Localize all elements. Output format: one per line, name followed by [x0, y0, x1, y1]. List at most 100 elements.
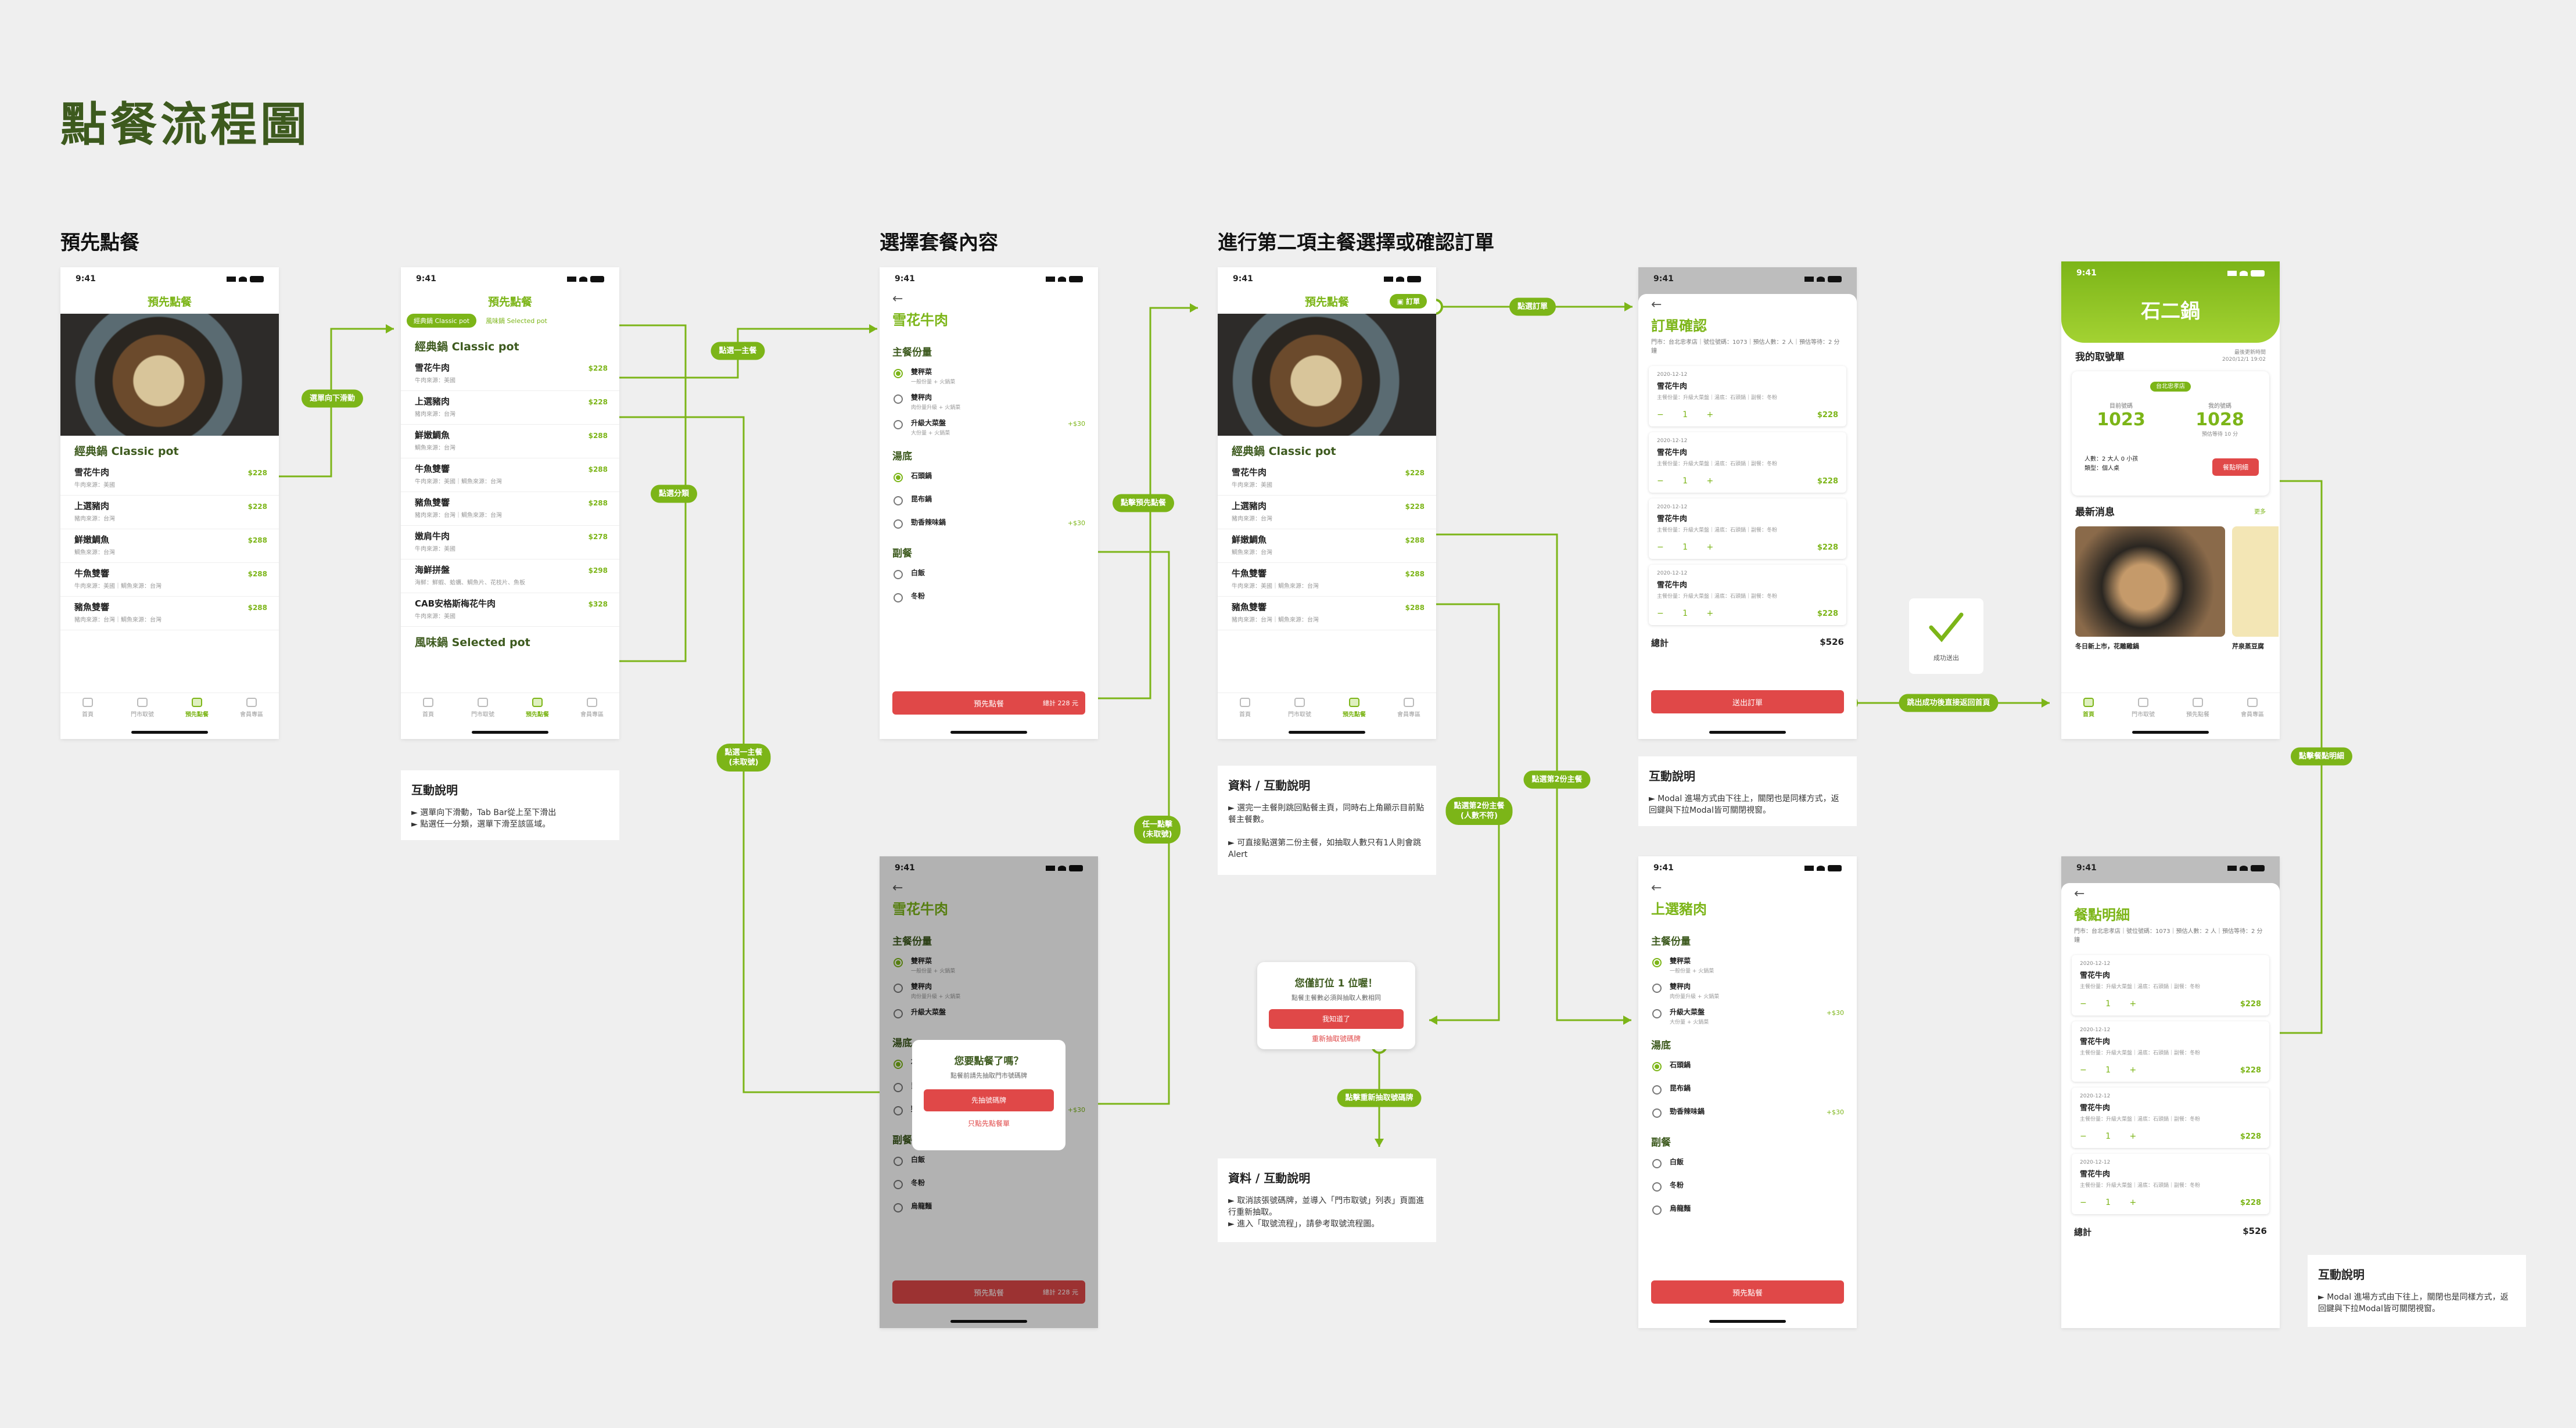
menu-item-price: $298	[588, 566, 608, 575]
option-soup[interactable]: 昆布鍋	[1638, 1079, 1857, 1103]
tab-store-number[interactable]: 門市取號	[115, 698, 170, 727]
menu-item[interactable]: 鮮嫩鯛魚鯛魚來源：台灣$288	[1218, 529, 1436, 563]
tab-preorder[interactable]: 預先點餐	[510, 698, 565, 727]
back-arrow-icon[interactable]: ←	[892, 881, 903, 895]
menu-item[interactable]: 上選豬肉豬肉來源：台灣$228	[401, 391, 619, 425]
redraw-number-link[interactable]: 重新抽取號碼牌	[1311, 1035, 1361, 1043]
menu-item[interactable]: CAB安格斯梅花牛肉牛肉來源：美國$328	[401, 593, 619, 627]
option-portion[interactable]: 升級大菜盤大份量 + 火鍋菜+$30	[880, 414, 1098, 440]
option-soup[interactable]: 石頭鍋	[880, 467, 1098, 490]
menu-item-name: 上選豬肉	[415, 396, 450, 407]
back-arrow-icon[interactable]: ←	[2074, 887, 2085, 901]
menu-item[interactable]: 鮮嫩鯛魚鯛魚來源：台灣$288	[60, 529, 279, 563]
option-side[interactable]: 冬粉	[880, 1174, 1098, 1197]
news-more-link[interactable]: 更多	[2254, 509, 2266, 515]
option-side[interactable]: 烏龍麵	[1638, 1200, 1857, 1223]
menu-item[interactable]: 豬魚雙響豬肉來源：台灣｜鯛魚來源：台灣$288	[60, 597, 279, 630]
tab-preorder[interactable]: 預先點餐	[1327, 698, 1382, 727]
option-portion[interactable]: 雙秤菜一般份量 + 火鍋菜	[880, 952, 1098, 978]
menu-item[interactable]: 雪花牛肉牛肉來源：美國$228	[1218, 462, 1436, 496]
category-tab-classic[interactable]: 經典鍋 Classic pot	[407, 314, 477, 328]
quantity-stepper[interactable]: − 1 +	[2080, 1198, 2145, 1207]
quantity-stepper[interactable]: − 1 +	[2080, 999, 2145, 1009]
menu-item[interactable]: 上選豬肉豬肉來源：台灣$228	[1218, 496, 1436, 529]
option-side[interactable]: 白飯	[880, 564, 1098, 587]
tab-preorder[interactable]: 預先點餐	[170, 698, 224, 727]
menu-item[interactable]: 鮮嫩鯛魚鯛魚來源：台灣$288	[401, 425, 619, 458]
flow-label: 點選第2份主餐	[1523, 770, 1591, 789]
menu-item[interactable]: 豬魚雙響豬肉來源：台灣｜鯛魚來源：台灣$288	[1218, 597, 1436, 630]
tab-home[interactable]: 首頁	[1218, 698, 1272, 727]
menu-item[interactable]: 雪花牛肉牛肉來源：美國$228	[401, 357, 619, 391]
tab-member[interactable]: 會員專區	[1382, 698, 1436, 727]
draw-number-button[interactable]: 先抽號碼牌	[924, 1089, 1054, 1111]
option-soup[interactable]: 昆布鍋	[880, 490, 1098, 514]
option-soup[interactable]: 勁香辣味鍋+$30	[880, 514, 1098, 537]
quantity-stepper[interactable]: − 1 +	[2080, 1065, 2145, 1075]
option-side[interactable]: 烏龍麵	[880, 1197, 1098, 1221]
order-price: $228	[1817, 543, 1838, 552]
option-portion[interactable]: 升級大菜盤大份量 + 火鍋菜+$30	[1638, 1003, 1857, 1029]
tab-preorder[interactable]: 預先點餐	[2170, 698, 2225, 727]
tab-home[interactable]: 首頁	[401, 698, 455, 727]
acknowledge-button[interactable]: 我知道了	[1269, 1009, 1404, 1029]
preorder-button[interactable]: 預先點餐總計 228 元	[892, 691, 1085, 715]
back-arrow-icon[interactable]: ←	[1651, 297, 1662, 312]
menu-item[interactable]: 雪花牛肉牛肉來源：美國$228	[60, 462, 279, 496]
preorder-button[interactable]: 預先點餐	[1651, 1280, 1844, 1304]
order-only-link[interactable]: 只點先點餐單	[967, 1120, 1010, 1128]
option-portion[interactable]: 雙秤肉肉份量升級 + 火鍋菜	[1638, 978, 1857, 1003]
back-arrow-icon[interactable]: ←	[892, 292, 903, 306]
tab-store-number[interactable]: 門市取號	[455, 698, 510, 727]
tab-home[interactable]: 首頁	[2061, 698, 2116, 727]
home-indicator	[1709, 731, 1786, 734]
menu-item[interactable]: 牛魚雙響牛肉來源：美國｜鯛魚來源：台灣$288	[1218, 563, 1436, 597]
status-icons	[1046, 275, 1083, 282]
tab-store-number[interactable]: 門市取號	[1272, 698, 1327, 727]
quantity-stepper[interactable]: − 1 +	[1657, 609, 1722, 618]
option-portion[interactable]: 升級大菜盤	[880, 1003, 1098, 1027]
menu-item[interactable]: 牛魚雙響牛肉來源：美國｜鯛魚來源：台灣$288	[401, 458, 619, 492]
meal-detail-button[interactable]: 餐點明細	[2212, 458, 2259, 476]
news-card[interactable]: 冬日新上市，花雕雞鍋	[2075, 526, 2225, 651]
category-tab-selected[interactable]: 風味鍋 Selected pot	[486, 317, 547, 325]
preorder-button[interactable]: 預先點餐總計 228 元	[892, 1280, 1085, 1304]
radio-icon	[894, 1009, 903, 1018]
quantity-stepper[interactable]: − 1 +	[1657, 543, 1722, 552]
note-body: ► 選完一主餐則跳回點餐主頁，同時右上角顯示目前點餐主餐數。 ► 可直接點選第二…	[1228, 803, 1425, 859]
option-portion[interactable]: 雙秤肉肉份量升級 + 火鍋菜	[880, 978, 1098, 1003]
option-portion[interactable]: 雙秤菜一般份量 + 火鍋菜	[1638, 952, 1857, 978]
menu-item-name: 豬魚雙響	[415, 497, 450, 508]
menu-item[interactable]: 牛魚雙響牛肉來源：美國｜鯛魚來源：台灣$288	[60, 563, 279, 597]
option-soup[interactable]: 石頭鍋	[1638, 1056, 1857, 1079]
option-soup[interactable]: 勁香辣味鍋+$30	[1638, 1103, 1857, 1126]
order-name: 雪花牛肉	[1657, 449, 1688, 457]
quantity-stepper[interactable]: − 1 +	[2080, 1132, 2145, 1141]
news-card[interactable]: 芹泉蒸豆腐	[2232, 526, 2279, 651]
menu-item[interactable]: 上選豬肉豬肉來源：台灣$228	[60, 496, 279, 529]
note-body: ► Modal 進場方式由下往上，關閉也是同樣方式，返回鍵與下拉Modal皆可關…	[1649, 794, 1839, 815]
order-badge-button[interactable]: ▣ 訂單	[1390, 294, 1427, 308]
option-side[interactable]: 白飯	[880, 1151, 1098, 1174]
option-side[interactable]: 白飯	[1638, 1153, 1857, 1176]
tab-member[interactable]: 會員專區	[224, 698, 279, 727]
tab-member[interactable]: 會員專區	[565, 698, 619, 727]
tab-home[interactable]: 首頁	[60, 698, 115, 727]
menu-item[interactable]: 豬魚雙響豬肉來源：台灣｜鯛魚來源：台灣$288	[401, 492, 619, 526]
quantity-stepper[interactable]: − 1 +	[1657, 410, 1722, 419]
tab-store-number[interactable]: 門市取號	[2116, 698, 2170, 727]
tab-member[interactable]: 會員專區	[2225, 698, 2280, 727]
option-side[interactable]: 冬粉	[1638, 1176, 1857, 1200]
menu-item[interactable]: 海鮮拼盤海鮮：鮮蝦、蛤蠣、鯛魚片、花枝片、魚板$298	[401, 559, 619, 593]
option-side[interactable]: 冬粉	[880, 587, 1098, 611]
option-portion[interactable]: 雙秤肉肉份量升級 + 火鍋菜	[880, 389, 1098, 414]
menu-item-name: 上選豬肉	[1232, 501, 1267, 511]
menu-item[interactable]: 嫩肩牛肉牛肉來源：美國$278	[401, 526, 619, 559]
quantity-stepper[interactable]: − 1 +	[1657, 476, 1722, 486]
back-arrow-icon[interactable]: ←	[1651, 881, 1662, 895]
option-portion[interactable]: 雙秤菜一般份量 + 火鍋菜	[880, 363, 1098, 389]
submit-order-button[interactable]: 送出訂單	[1651, 690, 1844, 713]
